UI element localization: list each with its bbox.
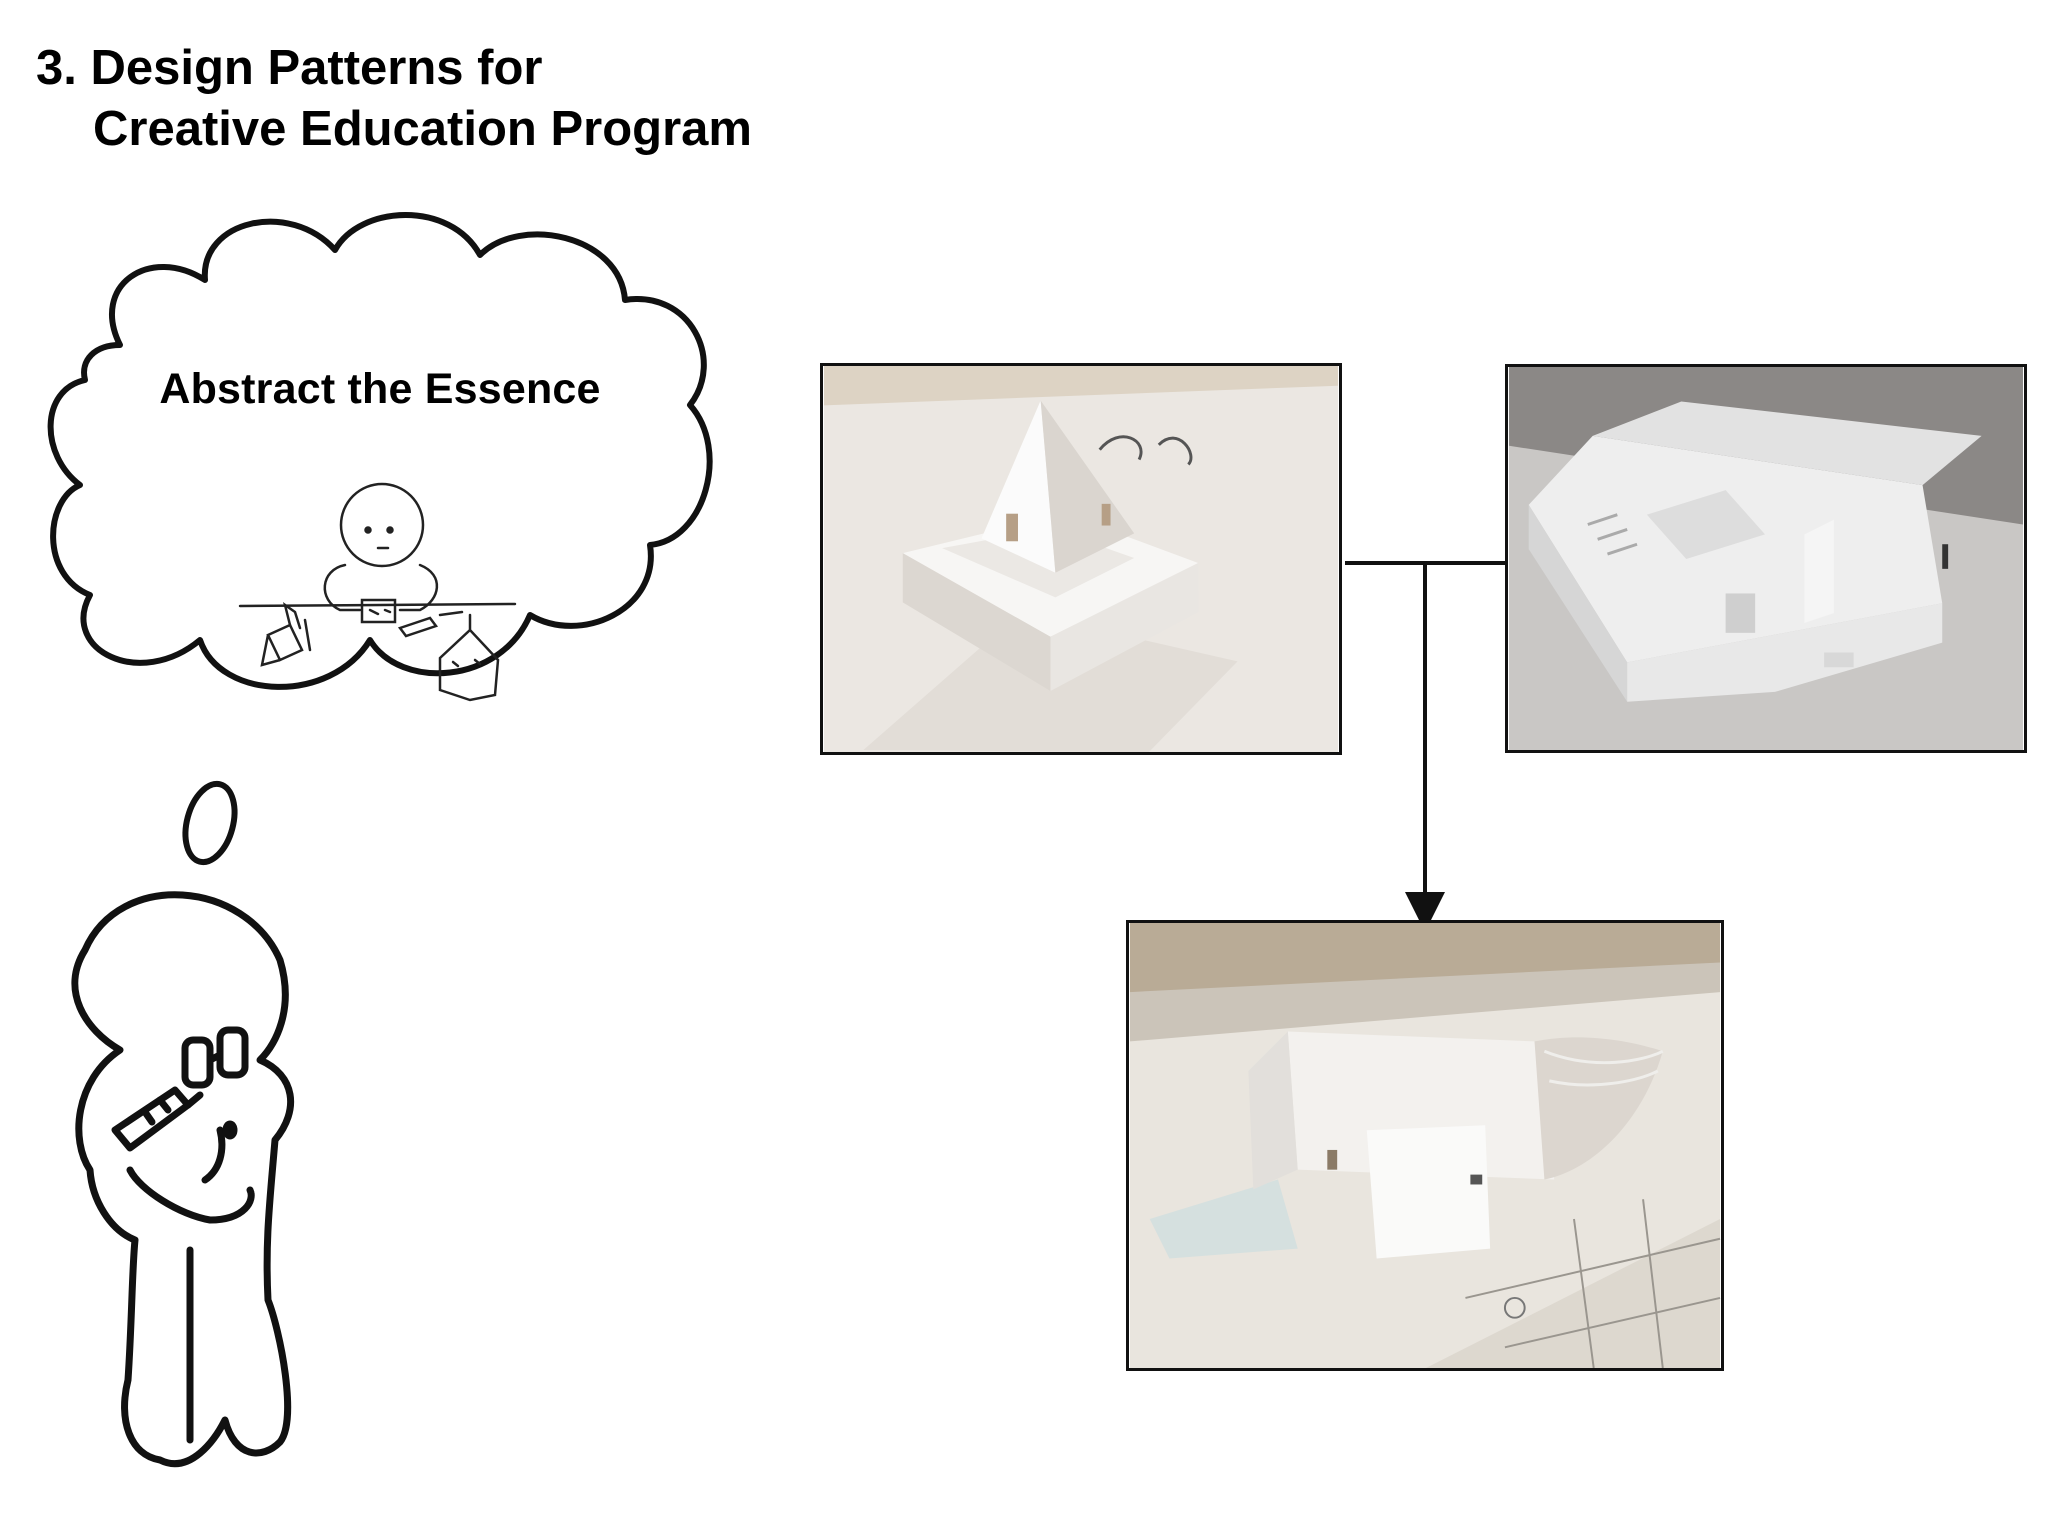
sketch-figure-at-desk: [238, 482, 517, 702]
thought-dot-large: [182, 780, 238, 866]
thought-bubble-text: Abstract the Essence: [159, 365, 601, 413]
curved-roof-model-image: [1129, 923, 1721, 1368]
pyramid-model-image: [823, 366, 1339, 752]
thinking-character: [71, 891, 294, 1468]
thought-cloud: [47, 212, 713, 690]
title-line-2: Creative Education Program: [93, 102, 752, 156]
title-line-1: 3. Design Patterns for: [36, 41, 543, 95]
photo-floor-plan-model: [1505, 364, 2027, 753]
photo-pyramid-model: [820, 363, 1342, 755]
floor-plan-model-image: [1509, 367, 2023, 750]
diagram-connector: [1345, 561, 1507, 932]
slide-title: 3. Design Patterns for Creative Educatio…: [36, 38, 752, 160]
photo-curved-roof-model: [1126, 920, 1724, 1371]
